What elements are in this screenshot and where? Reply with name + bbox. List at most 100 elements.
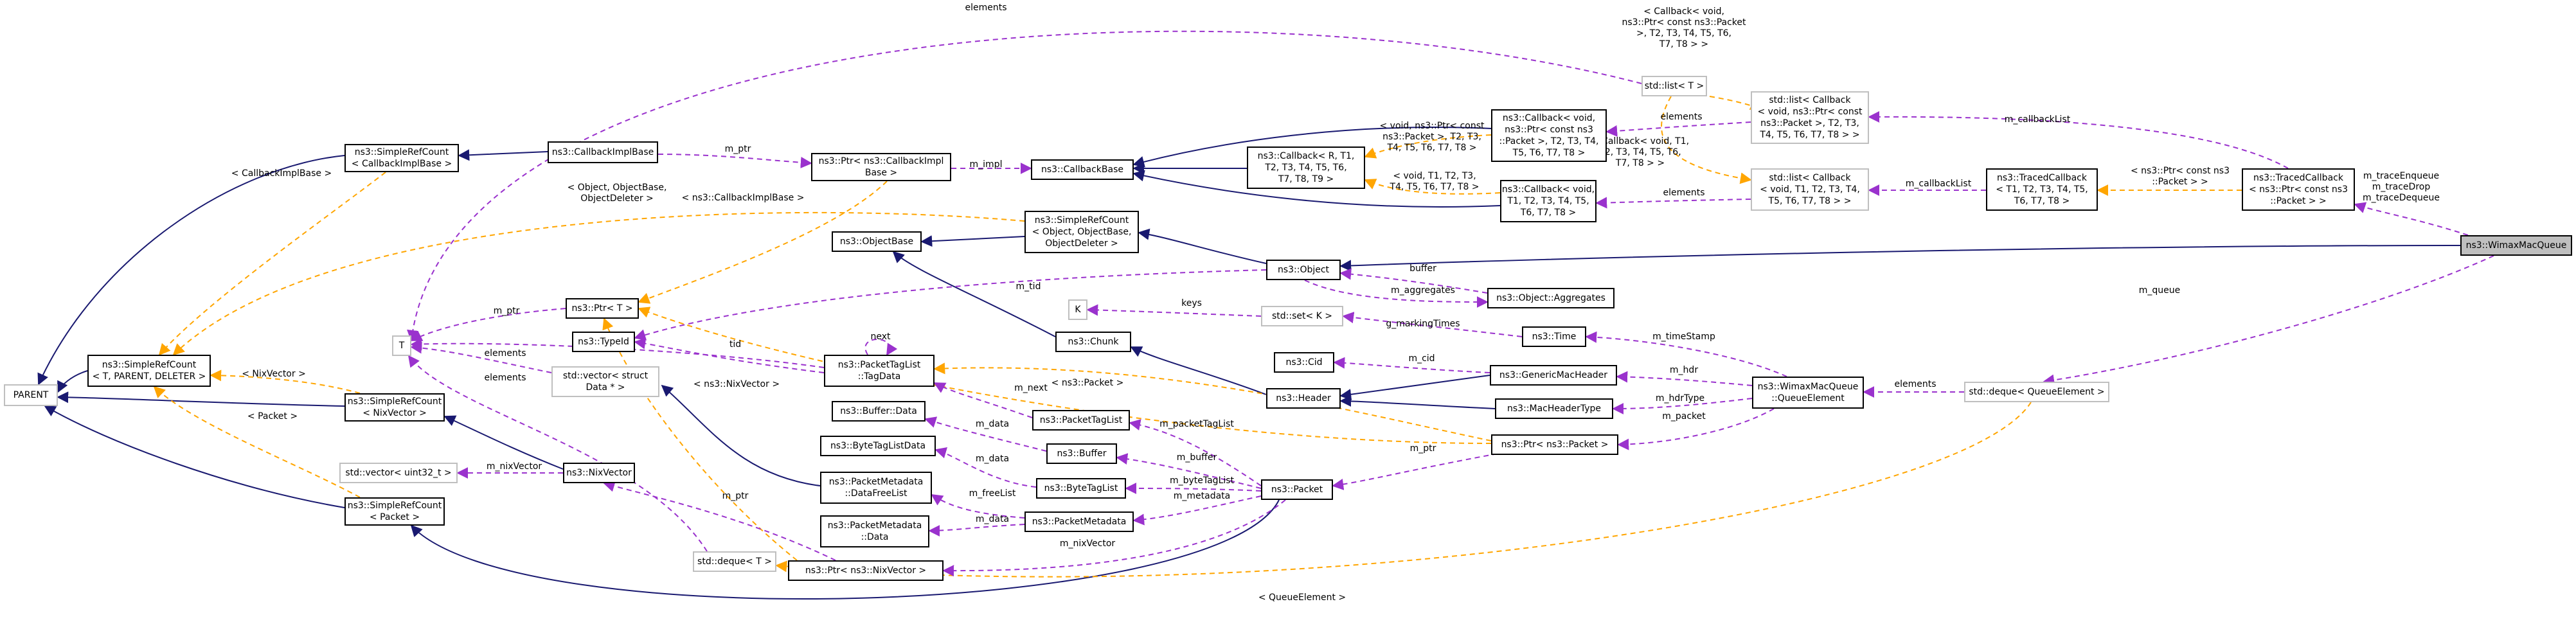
edge-typeid-to-object — [634, 269, 1267, 341]
node-buffer[interactable]: ns3::Buffer — [1046, 443, 1117, 464]
edge-label-m-ptr-3: m_ptr — [1410, 443, 1436, 454]
node-tracedcb-ptr[interactable]: ns3::TracedCallback< ns3::Ptr< const ns3… — [2242, 168, 2355, 211]
node-srefcount-cbimpl[interactable]: ns3::SimpleRefCount< CallbackImplBase > — [344, 144, 459, 172]
node-objectbase[interactable]: ns3::ObjectBase — [832, 231, 922, 252]
node-packetmetadata[interactable]: ns3::PacketMetadata — [1024, 511, 1134, 532]
edge-typeid-to-tagdata — [634, 337, 825, 373]
edge-label-packet-tmpl: < ns3::Packet > — [1051, 378, 1124, 388]
node-packet[interactable]: ns3::Packet — [1261, 479, 1333, 500]
edge-macheadertype-to-queueelement — [1612, 398, 1753, 414]
edge-tagdata-to-packet — [933, 362, 1492, 441]
edge-callbackbase-to-callback_void_t1 — [1132, 170, 1501, 208]
node-tracedcb-t1[interactable]: ns3::TracedCallback< T1, T2, T3, T4, T5,… — [1986, 168, 2098, 211]
node-label-line: < void, T1, T2, T3, T4, — [1760, 184, 1860, 195]
node-ptr-t[interactable]: ns3::Ptr< T > — [566, 298, 639, 319]
edge-label-m-ptr-2: m_ptr — [494, 306, 520, 316]
node-label-line: T6, T7, T8 > — [1520, 208, 1577, 218]
edge-ptr_packet-to-packet — [1332, 453, 1498, 490]
edge-srefcount_tpd-to-parent — [57, 370, 88, 393]
edge-list_t-to-deque_t — [407, 30, 1642, 342]
node-wimaxmacqueue[interactable]: ns3::WimaxMacQueue — [2460, 235, 2572, 256]
node-label-line: std::set< K > — [1271, 311, 1333, 321]
node-header[interactable]: ns3::Header — [1266, 388, 1341, 409]
node-label-line: ns3::CallbackImplBase — [551, 147, 654, 157]
node-ptr-nix[interactable]: ns3::Ptr< ns3::NixVector > — [788, 560, 944, 581]
edge-nixvector-to-srefcount_nix — [443, 415, 564, 470]
node-srefcount-tpd[interactable]: ns3::SimpleRefCount< T, PARENT, DELETER … — [87, 355, 211, 387]
node-label-line: ns3::Ptr< const ns3 — [1505, 125, 1593, 135]
edge-label-nixvector-tmpl-2: < ns3::NixVector > — [693, 379, 780, 389]
node-label-line: ::TagData — [857, 371, 901, 382]
node-deque-t: std::deque< T > — [693, 551, 776, 572]
node-nixvector[interactable]: ns3::NixVector — [563, 463, 635, 483]
edge-objectbase-to-srefcount_obj — [920, 235, 1025, 247]
node-bytetaglist[interactable]: ns3::ByteTagList — [1036, 478, 1126, 499]
node-pmdata[interactable]: ns3::PacketMetadata::Data — [820, 515, 929, 547]
node-bufferdata[interactable]: ns3::Buffer::Data — [832, 401, 926, 422]
node-list-t: std::list< T > — [1641, 76, 1707, 96]
node-datafreelist[interactable]: ns3::PacketMetadata::DataFreeList — [820, 472, 932, 504]
edge-datafreelist-to-packetmetadata — [661, 384, 821, 486]
node-label-line: ns3::SimpleRefCount — [102, 360, 197, 370]
node-srefcount-nix[interactable]: ns3::SimpleRefCount< NixVector > — [344, 393, 445, 422]
node-label-line: ns3::PacketMetadata — [828, 477, 924, 487]
node-callback-void-ptr[interactable]: ns3::Callback< void,ns3::Ptr< const ns3:… — [1491, 109, 1607, 162]
node-ptr-packet[interactable]: ns3::Ptr< ns3::Packet > — [1491, 434, 1618, 455]
edge-tagdata-next — [864, 339, 898, 356]
edge-label-queueelement-tmpl: < QueueElement > — [1258, 592, 1346, 603]
node-label-line: T7, T8, T9 > — [1278, 174, 1334, 184]
node-label-line: ns3::NixVector — [566, 468, 632, 478]
edge-list_t-to-list_cb_t1 — [1661, 96, 1752, 184]
node-bytetaglistdata[interactable]: ns3::ByteTagListData — [820, 436, 936, 456]
edge-label-m-impl: m_impl — [970, 159, 1003, 170]
edge-srefcount_obj-to-srefcount_tpd — [172, 211, 1025, 356]
node-packettaglist[interactable]: ns3::PacketTagList — [1032, 410, 1130, 431]
node-tagdata[interactable]: ns3::PacketTagList::TagData — [824, 355, 935, 387]
edge-label-elements-mid: elements — [1660, 112, 1702, 122]
node-label-line: ns3::Packet >, T2, T3, — [1760, 118, 1859, 129]
node-label-line: ns3::Ptr< ns3::NixVector > — [805, 565, 927, 576]
node-chunk[interactable]: ns3::Chunk — [1055, 332, 1131, 352]
edge-label-cb-void-ptr-tmpl: < Callback< void,ns3::Ptr< const ns3::Pa… — [1622, 6, 1746, 49]
edge-label-next-lbl: next — [870, 332, 891, 342]
node-label-line: ns3::SimpleRefCount — [347, 501, 442, 511]
node-label-line: PARENT — [13, 390, 49, 400]
node-label-line: ns3::PacketTagList — [1039, 415, 1123, 425]
edge-label-ptr-const-pkt-tmpl: < ns3::Ptr< const ns3::Packet > > — [2131, 166, 2230, 187]
node-object[interactable]: ns3::Object — [1266, 260, 1341, 280]
edge-label-m-next: m_next — [1014, 383, 1048, 393]
edge-label-m-packettaglist: m_packetTagList — [1159, 419, 1234, 429]
node-parent: PARENT — [4, 384, 58, 406]
node-cid[interactable]: ns3::Cid — [1274, 352, 1334, 373]
node-label-line: std::list< Callback — [1769, 95, 1851, 105]
node-macheadertype[interactable]: ns3::MacHeaderType — [1495, 398, 1613, 419]
node-genericmacheader[interactable]: ns3::GenericMacHeader — [1490, 365, 1617, 386]
node-time[interactable]: ns3::Time — [1522, 326, 1586, 347]
node-callbackbase[interactable]: ns3::CallbackBase — [1031, 159, 1134, 180]
node-label-line: T2, T3, T4, T5, T6, — [1265, 163, 1347, 173]
edge-label-keys-lbl: keys — [1181, 298, 1202, 308]
node-typeid[interactable]: ns3::TypeId — [572, 332, 635, 352]
edge-label-m-ptr-1: m_ptr — [725, 144, 751, 154]
node-queueelement[interactable]: ns3::WimaxMacQueue::QueueElement — [1752, 377, 1864, 409]
edge-callback_r-to-callback_void_t1 — [1364, 179, 1501, 195]
node-callback-r[interactable]: ns3::Callback< R, T1,T2, T3, T4, T5, T6,… — [1247, 147, 1365, 189]
edge-ptr_t-to-ptr_packet — [638, 307, 1492, 444]
edge-label-m-cid: m_cid — [1408, 353, 1435, 364]
node-aggregates[interactable]: ns3::Object::Aggregates — [1487, 288, 1614, 308]
edge-header-to-genericmacheader — [1339, 375, 1490, 401]
edge-objectbase-to-chunk — [892, 251, 1056, 337]
edge-label-m-packet: m_packet — [1662, 411, 1706, 422]
node-cbimplbase[interactable]: ns3::CallbackImplBase — [548, 141, 658, 163]
edge-k-to-set_k — [1086, 304, 1262, 317]
node-srefcount-obj[interactable]: ns3::SimpleRefCount< Object, ObjectBase,… — [1024, 211, 1139, 253]
node-callback-void-t1[interactable]: ns3::Callback< void,T1, T2, T3, T4, T5,T… — [1500, 180, 1597, 222]
edge-label-m-buffer: m_buffer — [1177, 452, 1217, 463]
node-deque-qe: std::deque< QueueElement > — [1964, 382, 2109, 402]
node-label-line: ns3::WimaxMacQueue — [1757, 382, 1859, 392]
node-label-line: ns3::MacHeaderType — [1507, 404, 1601, 414]
edge-srefcount_nix-to-parent — [57, 391, 345, 407]
node-srefcount-packet[interactable]: ns3::SimpleRefCount< Packet > — [344, 497, 445, 526]
